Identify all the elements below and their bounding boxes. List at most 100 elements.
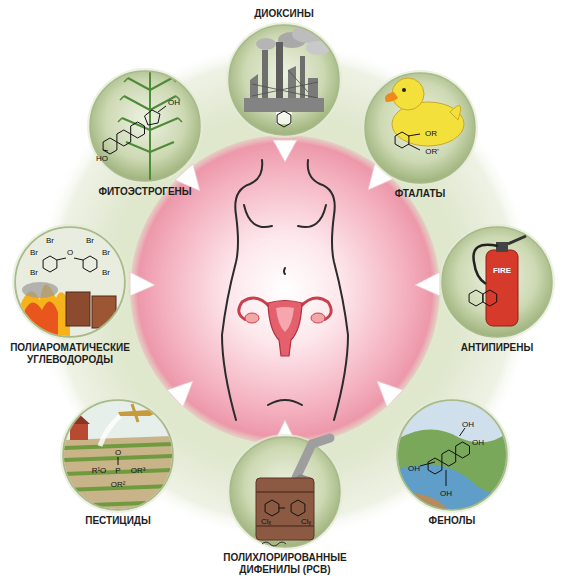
fern-art — [118, 78, 182, 122]
factory-art — [244, 25, 330, 127]
source-circle: ПЕСТИЦИДЫ — [62, 399, 174, 511]
barrel-art — [262, 542, 286, 546]
duck-art — [408, 134, 420, 136]
barrel-art — [291, 500, 305, 516]
node-label: ФТАЛАТЫ — [340, 188, 500, 200]
fire-barrels-art — [16, 228, 124, 336]
barrel-art — [256, 525, 314, 527]
source-circle: ФЕНОЛЫ — [396, 399, 508, 511]
landscape-art — [460, 428, 466, 436]
factory-art — [292, 25, 324, 43]
farm-art — [62, 436, 174, 512]
uterus — [276, 307, 294, 332]
duck-art — [385, 78, 464, 150]
barrel-art — [256, 491, 314, 493]
factory-art — [276, 42, 283, 100]
circle-disc — [15, 227, 125, 337]
farm-art — [62, 400, 174, 512]
extinguisher-art — [469, 290, 483, 306]
inward-arrows — [130, 140, 440, 445]
fire-barrels-art — [83, 256, 97, 272]
circle-disc — [229, 25, 339, 135]
woman-silhouette — [308, 160, 348, 420]
landscape-art — [396, 429, 510, 512]
duck-art — [392, 78, 424, 110]
factory-art — [256, 38, 276, 50]
circle-glow — [227, 434, 343, 550]
circle-disc — [63, 400, 173, 510]
woman-silhouette — [268, 400, 302, 405]
landscape-art — [396, 400, 508, 512]
extinguisher-art — [474, 245, 499, 284]
farm-art — [118, 406, 158, 416]
circle-disc — [397, 400, 507, 510]
circle-glow — [362, 70, 478, 186]
landscape-art — [442, 450, 456, 466]
pink-center — [130, 135, 440, 445]
fire-barrels-art — [16, 228, 124, 336]
node-label: ФИТОЭСТРОГЕНЫ — [65, 186, 225, 198]
factory-art — [300, 56, 305, 100]
inward-arrows — [273, 140, 297, 162]
circle-glow — [87, 68, 203, 184]
circle-shape — [441, 226, 553, 338]
barrel-art — [256, 478, 314, 540]
uterus — [245, 313, 259, 323]
factory-art — [277, 111, 291, 127]
fire-barrels-art — [57, 258, 66, 260]
inward-arrows — [415, 272, 440, 296]
fern-art — [103, 72, 182, 180]
factory-art — [276, 112, 292, 124]
farm-art — [62, 444, 174, 506]
node-label: ПОЛИАРОМАТИЧЕСКИЕ УГЛЕВОДОРОДЫ — [1, 342, 139, 366]
farm-art — [70, 424, 88, 440]
fern-art — [145, 110, 161, 125]
fern-art — [117, 130, 131, 146]
factory-art — [262, 50, 268, 100]
node-label: ПЕСТИЦИДЫ — [48, 515, 188, 527]
fern-art — [103, 138, 117, 154]
node-label: АНТИПИРЕНЫ — [427, 342, 567, 354]
woman-silhouette — [284, 268, 285, 274]
woman-silhouette — [222, 160, 262, 420]
circle-shape — [229, 436, 341, 548]
fire-barrels-art — [16, 284, 70, 336]
duck-art — [385, 92, 398, 102]
landscape-art — [396, 493, 450, 512]
source-circle: ПОЛИАРОМАТИЧЕСКИЕ УГЛЕВОДОРОДЫ — [14, 226, 126, 338]
woman-silhouette — [298, 205, 326, 227]
farm-art — [118, 457, 119, 465]
duck-art — [395, 132, 409, 148]
woman-silhouette — [222, 160, 348, 420]
fern-art — [122, 72, 178, 180]
farm-art — [132, 404, 138, 422]
fern-art — [103, 150, 108, 151]
node-label: ПОЛИХЛОРИРОВАННЫЕ ДИФЕНИЛЫ (PCB) — [220, 552, 350, 576]
inward-arrows — [130, 272, 155, 296]
source-circle: ДИОКСИНЫ — [228, 24, 340, 136]
factory-art — [278, 32, 306, 48]
extinguisher-art — [469, 236, 526, 326]
fire-barrels-art — [22, 282, 58, 298]
circle-glow — [394, 397, 510, 513]
factory-art — [250, 66, 318, 100]
circle-shape — [364, 72, 476, 184]
barrel-art — [256, 438, 330, 546]
source-circle: ФТАЛАТЫ — [364, 72, 476, 184]
source-circle: АНТИПИРЕНЫ — [441, 226, 553, 338]
source-circle: ПОЛИХЛОРИРОВАННЫЕ ДИФЕНИЛЫ (PCB) — [229, 436, 341, 548]
landscape-art — [446, 470, 447, 486]
circle-glow — [439, 224, 555, 340]
landscape-art — [456, 442, 470, 458]
uterus — [268, 301, 302, 357]
landscape-art — [420, 462, 435, 466]
circle-glow — [226, 22, 342, 138]
farm-art — [100, 416, 120, 446]
landscape-art — [396, 400, 510, 512]
duck-art — [402, 88, 406, 92]
extinguisher-art — [483, 290, 497, 306]
circle-shape — [228, 24, 340, 136]
circle-shape — [89, 70, 201, 182]
fire-barrels-art — [92, 296, 116, 328]
inward-arrows — [167, 381, 193, 407]
